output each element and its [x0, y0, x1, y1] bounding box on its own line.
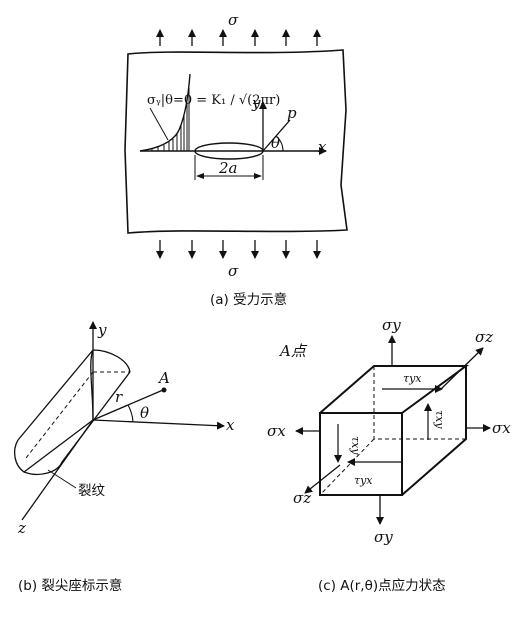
bottom-tension-arrows [156, 240, 321, 259]
sigma-bottom-label: σ [228, 262, 239, 280]
angle-arc-b [127, 404, 134, 423]
angle-theta-b: θ [140, 404, 149, 422]
radius-label: r [115, 388, 123, 406]
sigma-x-right-label: σx [492, 419, 511, 437]
crack-leader [47, 469, 77, 489]
plate-outline [124, 49, 348, 234]
panel-b: y x z A r θ 裂纹 (b) 裂尖座标示意 [13, 321, 235, 594]
sigma-z-bottom-label: σz [293, 489, 311, 507]
cube-right [401, 366, 467, 496]
axis-z-label: z [17, 519, 26, 537]
sigma-z-bottom-arrow [304, 464, 341, 494]
axis-x-label-b: x [226, 416, 235, 434]
formula-leader [149, 107, 169, 141]
stress-hatching [151, 88, 190, 151]
sigma-y-top-label: σy [382, 316, 401, 334]
crack-cylinder-dashed [25, 371, 130, 459]
sigma-z-top-arrow [439, 347, 484, 391]
tau-yx-top-label: τyx [403, 372, 422, 385]
point-a-label: A [157, 369, 170, 387]
caption-c: (c) A(r,θ)点应力状态 [318, 577, 446, 594]
panel-a: σ x y p θ 2a [124, 11, 348, 308]
axis-x-label: x [318, 138, 327, 156]
crack-length-label: 2a [218, 159, 238, 177]
cube-front [319, 412, 403, 496]
crack-cylinder-bottom [13, 419, 94, 476]
dim-arrowheads [196, 173, 262, 179]
tau-xy-right-label: τxy [433, 410, 446, 429]
caption-b: (b) 裂尖座标示意 [18, 577, 122, 594]
panel-c: A点 σy σz τyx σx σx τxy τxy τyx [267, 316, 511, 594]
top-tension-arrows [156, 29, 321, 46]
angle-theta-a: θ [271, 134, 280, 152]
sigma-z-top-label: σz [475, 328, 493, 346]
x-axis-b [92, 419, 225, 430]
axis-y-label-a: y [251, 94, 261, 112]
cube-hidden-edges [319, 366, 466, 496]
point-a-dot [161, 387, 167, 393]
crack-cylinder-top [17, 349, 131, 463]
angle-arc-a [275, 135, 284, 152]
tau-yx-bottom-label: τyx [354, 474, 373, 487]
stress-curve [139, 73, 191, 152]
tau-xy-left-label: τxy [349, 436, 362, 455]
sigma-top-label: σ [228, 11, 239, 29]
sigma-y-bottom-label: σy [374, 528, 393, 546]
caption-a: (a) 受力示意 [210, 291, 287, 308]
stress-formula: σᵧ|θ=0 = K₁ / √(2πr) [147, 93, 280, 108]
radius-to-p [262, 119, 291, 152]
point-p-label: p [287, 104, 297, 122]
crack-label: 裂纹 [78, 483, 105, 499]
sigma-x-left-label: σx [267, 422, 286, 440]
point-a-caption: A点 [278, 342, 308, 360]
axis-y-label-b: y [97, 321, 107, 339]
